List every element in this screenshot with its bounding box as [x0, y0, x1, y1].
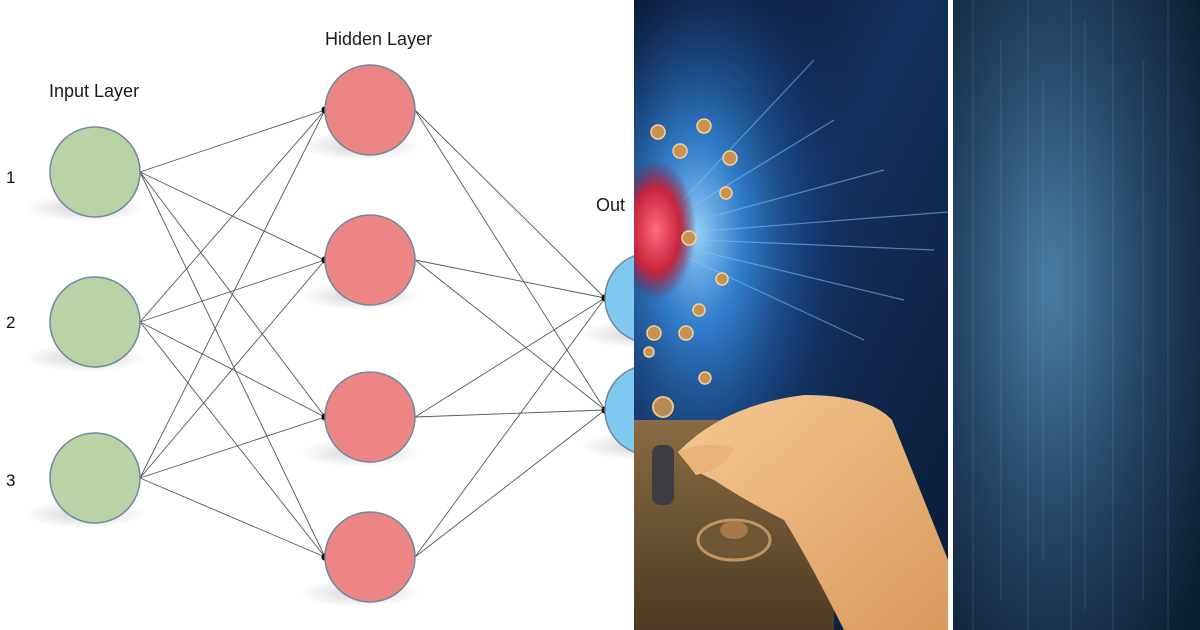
connection-input-1-hidden-4: [139, 171, 326, 558]
connection-hidden-4-output-2: [414, 409, 606, 558]
input-node-2: [49, 276, 141, 368]
neural-network-diagram: Input Layer Hidden Layer Out 1 2 3: [6, 29, 634, 607]
network-canvas: [25, 64, 634, 607]
input-node-1: [49, 126, 141, 218]
hidden-node-2: [324, 214, 416, 306]
connection-hidden-2-output-2: [414, 259, 606, 411]
brass-particles: [643, 118, 738, 385]
hidden-node-3: [324, 371, 416, 463]
dial-knob: [696, 518, 772, 562]
input-node-label-3: 3: [6, 471, 16, 490]
connection-input-2-hidden-2: [139, 259, 326, 323]
connection-hidden-3-output-2: [414, 409, 606, 418]
output-node-1: [604, 255, 634, 341]
particle-burst: [634, 160, 696, 300]
joystick-knob: [652, 445, 674, 505]
connection-input-3-hidden-3: [139, 416, 326, 479]
connection-hidden-4-output-1: [414, 297, 606, 558]
fingertip: [678, 444, 734, 475]
input-node-3: [49, 432, 141, 524]
output-layer-title: Out: [596, 195, 626, 215]
neuron-nodes: [25, 64, 634, 607]
hidden-node-1: [324, 64, 416, 156]
connection-lines: [139, 106, 609, 561]
connection-hidden-1-output-2: [414, 109, 606, 411]
texture-canvas: [953, 0, 1200, 630]
hidden-layer-title: Hidden Layer: [325, 29, 433, 49]
hidden-node-4: [324, 511, 416, 603]
joystick-top: [652, 396, 674, 418]
blue-texture-panel: [953, 0, 1200, 630]
dial-cap: [720, 521, 748, 539]
connection-hidden-2-output-1: [414, 259, 606, 299]
robotic-hand-illustration: [634, 0, 948, 630]
connection-input-3-hidden-4: [139, 477, 326, 558]
connection-input-3-hidden-1: [139, 109, 326, 479]
connection-input-3-hidden-2: [139, 259, 326, 479]
connection-hidden-1-output-1: [414, 109, 606, 299]
input-node-label-2: 2: [6, 313, 16, 332]
panel-divider: [948, 0, 953, 630]
texture-streaks: [972, 0, 1169, 630]
connection-input-1-hidden-1: [139, 109, 326, 173]
connection-input-2-hidden-4: [139, 321, 326, 558]
illustration-canvas: [634, 0, 948, 630]
hand: [678, 395, 948, 630]
output-node-2: [604, 367, 634, 453]
input-layer-title: Input Layer: [49, 81, 140, 101]
connection-input-2-hidden-1: [139, 109, 326, 323]
input-node-label-1: 1: [6, 168, 16, 187]
connection-hidden-3-output-1: [414, 297, 606, 418]
texture-background: [953, 0, 1200, 630]
